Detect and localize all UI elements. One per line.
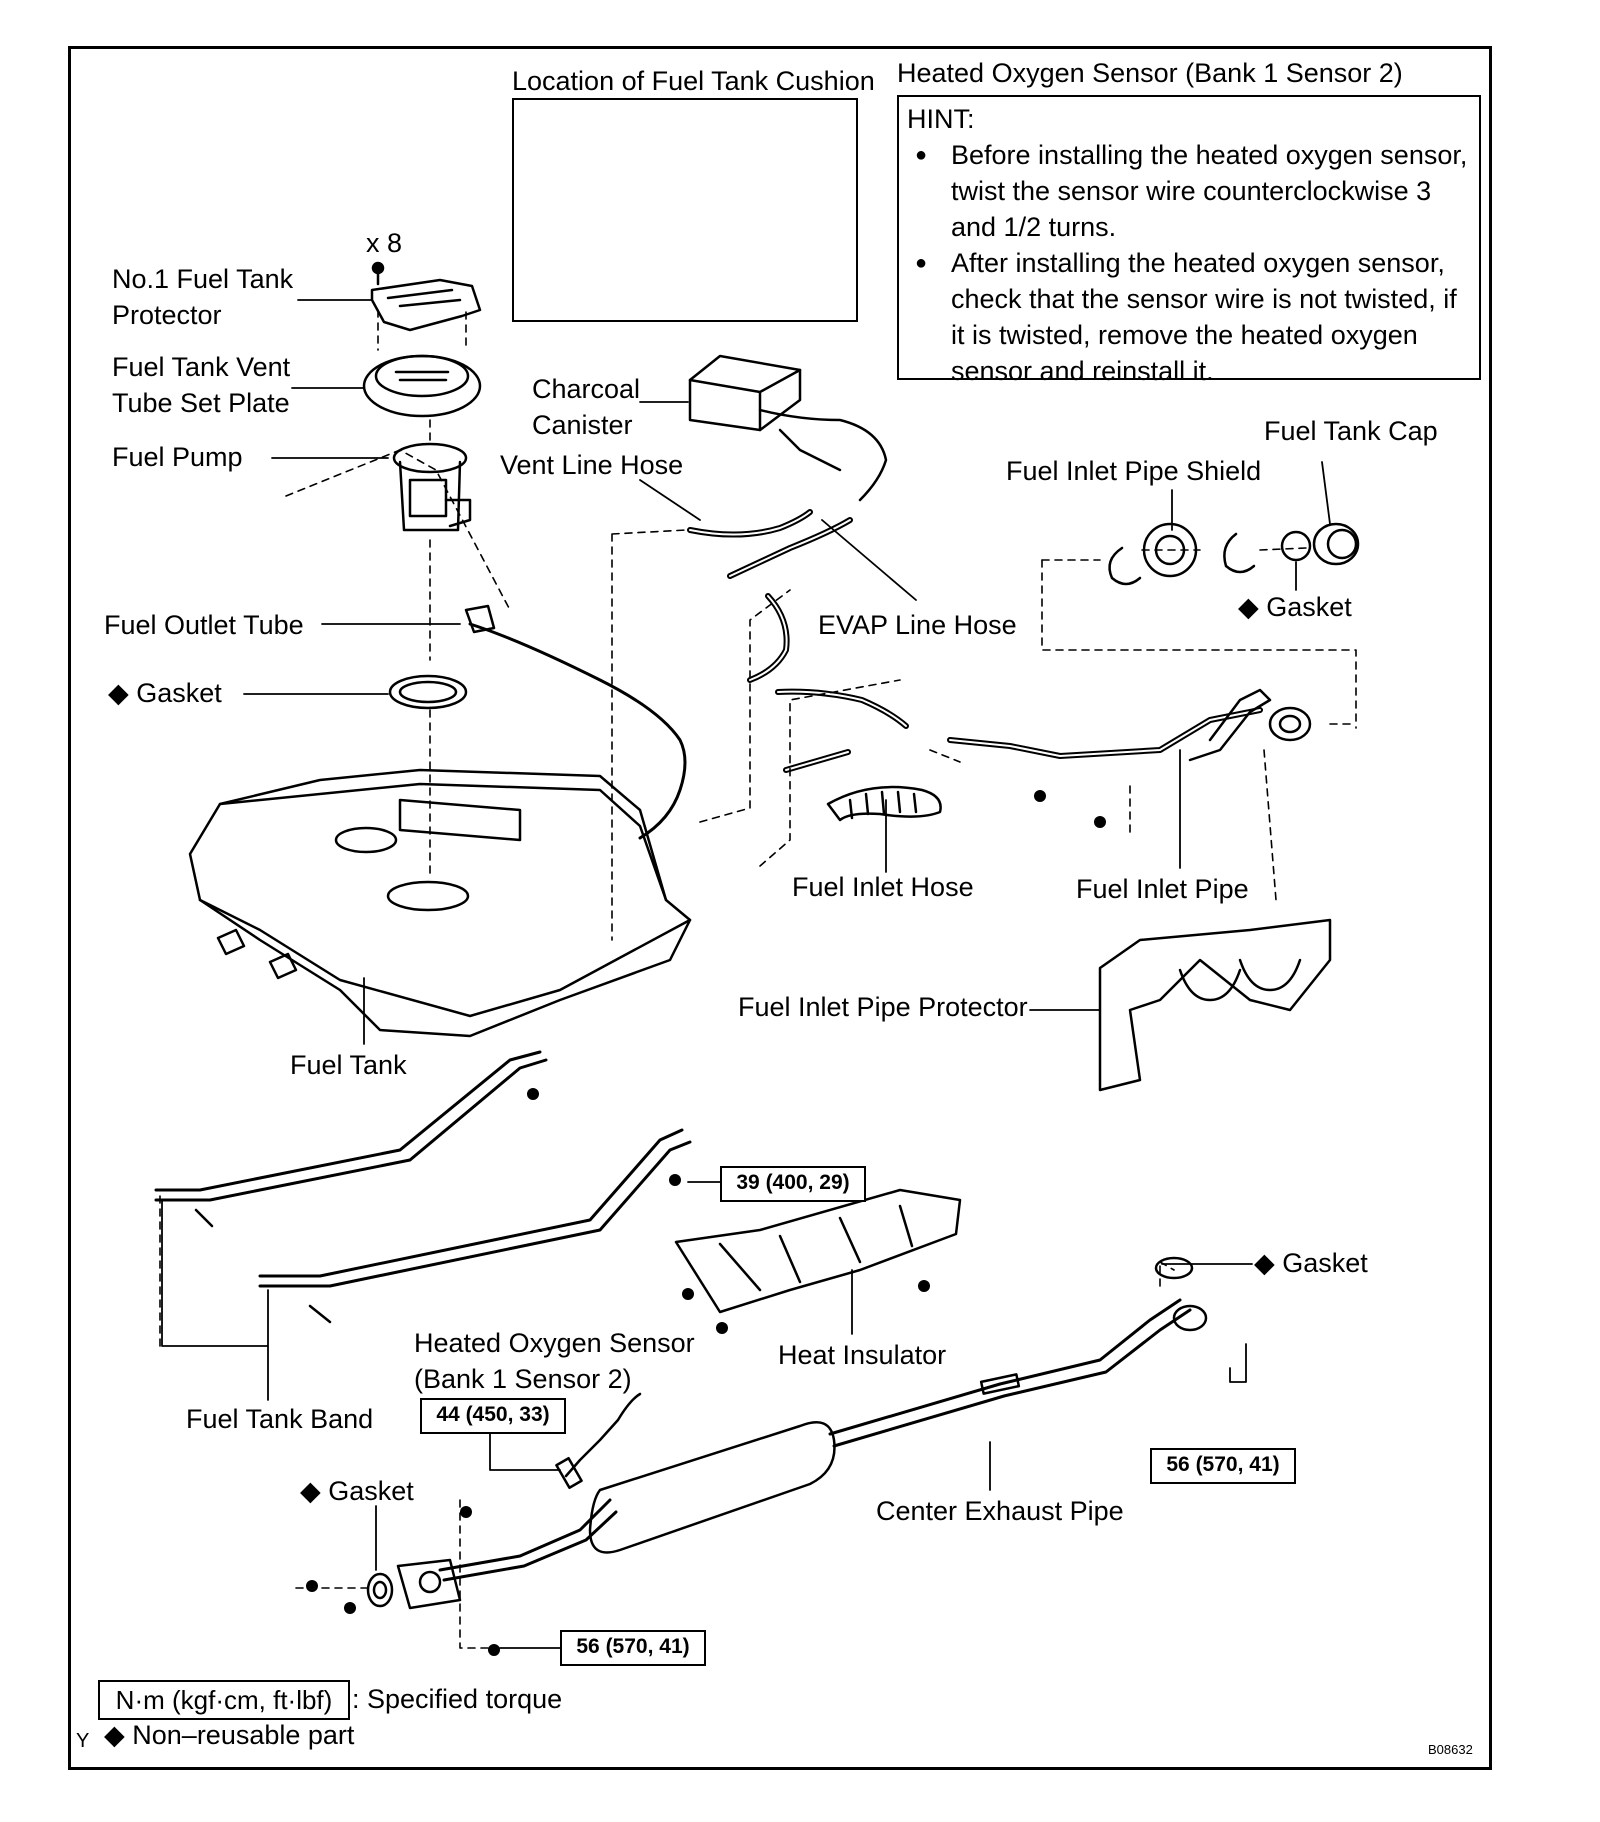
evap-line-hose-label: EVAP Line Hose bbox=[818, 610, 1017, 640]
vent-line-hose-label: Vent Line Hose bbox=[500, 450, 684, 480]
center-exhaust-pipe-label: Center Exhaust Pipe bbox=[876, 1496, 1124, 1526]
fuel-pump-label: Fuel Pump bbox=[112, 442, 243, 472]
vent-plate-label-line2: Tube Set Plate bbox=[112, 388, 290, 418]
heat-insulator-label: Heat Insulator bbox=[778, 1340, 947, 1370]
heat-insulator-illustration bbox=[674, 1188, 962, 1314]
hint-item-2: After installing the heated oxygen senso… bbox=[915, 245, 1471, 389]
hint-heading: HINT: bbox=[907, 104, 975, 134]
fuel-outlet-tube-label: Fuel Outlet Tube bbox=[104, 610, 304, 640]
fuel-inlet-pipe-protector-illustration bbox=[1098, 918, 1332, 1092]
fuel-inlet-hose-label: Fuel Inlet Hose bbox=[792, 872, 974, 902]
fuel-inlet-pipe-illustration bbox=[947, 688, 1312, 762]
oxygen-sensor-label-line2: (Bank 1 Sensor 2) bbox=[414, 1364, 632, 1394]
cap-gasket-label: ◆ Gasket bbox=[1238, 592, 1352, 622]
figure-code: B08632 bbox=[1428, 1742, 1473, 1757]
fuel-inlet-hose-illustration bbox=[775, 688, 942, 822]
fuel-tank-bands-illustration bbox=[154, 1050, 692, 1324]
fuel-tank-illustration bbox=[188, 768, 692, 1038]
vent-plate-illustration bbox=[362, 354, 482, 418]
hint-list: Before installing the heated oxygen sens… bbox=[907, 137, 1471, 389]
vent-plate-label-line1: Fuel Tank Vent bbox=[112, 352, 291, 382]
torque-spec-oxygen-sensor: 44 (450, 33) bbox=[420, 1398, 566, 1434]
fuel-tank-label: Fuel Tank bbox=[290, 1050, 407, 1080]
charcoal-canister-label-line1: Charcoal bbox=[532, 374, 641, 404]
bolts-illustration bbox=[306, 790, 1106, 1656]
torque-spec-rear-flange: 56 (570, 41) bbox=[1150, 1448, 1296, 1484]
cushion-location-title: Location of Fuel Tank Cushion bbox=[512, 66, 875, 96]
oxygen-sensor-label-line1: Heated Oxygen Sensor bbox=[414, 1328, 695, 1358]
corner-mark: Y bbox=[76, 1730, 90, 1752]
protector-illustration bbox=[370, 261, 482, 332]
protector-label-line2: Protector bbox=[112, 300, 222, 330]
fuel-tank-cap-parts-illustration bbox=[1108, 522, 1360, 586]
oxygen-sensor-illustration bbox=[555, 1392, 642, 1490]
fuel-inlet-pipe-protector-label: Fuel Inlet Pipe Protector bbox=[738, 992, 1028, 1022]
pump-gasket-illustration bbox=[388, 674, 468, 710]
front-pipe-gasket-label: ◆ Gasket bbox=[300, 1476, 414, 1506]
charcoal-canister-label-line2: Canister bbox=[532, 410, 633, 440]
hoses-illustration bbox=[687, 509, 853, 683]
cushion-location-inset bbox=[512, 98, 858, 322]
fuel-inlet-pipe-shield-label: Fuel Inlet Pipe Shield bbox=[1006, 456, 1262, 486]
fuel-inlet-pipe-label: Fuel Inlet Pipe bbox=[1076, 874, 1249, 904]
leader-lines bbox=[161, 299, 1331, 1649]
torque-spec-heat-insulator: 39 (400, 29) bbox=[720, 1166, 866, 1202]
legend-torque-text: : Specified torque bbox=[352, 1684, 563, 1714]
protector-label-line1: No.1 Fuel Tank bbox=[112, 264, 294, 294]
pump-gasket-inner bbox=[398, 680, 458, 704]
exhaust-gasket-label: ◆ Gasket bbox=[1254, 1248, 1368, 1278]
charcoal-canister-illustration bbox=[688, 354, 888, 502]
bolt-quantity-label: x 8 bbox=[366, 228, 403, 258]
fuel-pump-illustration bbox=[392, 442, 472, 532]
hint-item-1: Before installing the heated oxygen sens… bbox=[915, 137, 1471, 245]
hint-box: HINT: Before installing the heated oxyge… bbox=[897, 95, 1481, 386]
legend-torque-unit-box: N·m (kgf·cm, ft·lbf) bbox=[98, 1680, 350, 1720]
diagram-frame bbox=[68, 46, 1492, 1770]
fuel-tank-band-label: Fuel Tank Band bbox=[186, 1404, 374, 1434]
pump-gasket-label: ◆ Gasket bbox=[108, 678, 222, 708]
fuel-outlet-tube-illustration bbox=[464, 604, 687, 840]
torque-spec-front-flange: 56 (570, 41) bbox=[560, 1630, 706, 1666]
fuel-tank-cap-label: Fuel Tank Cap bbox=[1264, 416, 1438, 446]
hos-hint-title: Heated Oxygen Sensor (Bank 1 Sensor 2) bbox=[897, 58, 1403, 88]
legend-nonreusable-text: ◆ Non–reusable part bbox=[104, 1720, 355, 1750]
exhaust-pipe-illustration bbox=[366, 1256, 1208, 1610]
tank-cushion-pads-illustration bbox=[216, 928, 298, 980]
dashed-alignment-lines bbox=[159, 309, 1357, 1649]
